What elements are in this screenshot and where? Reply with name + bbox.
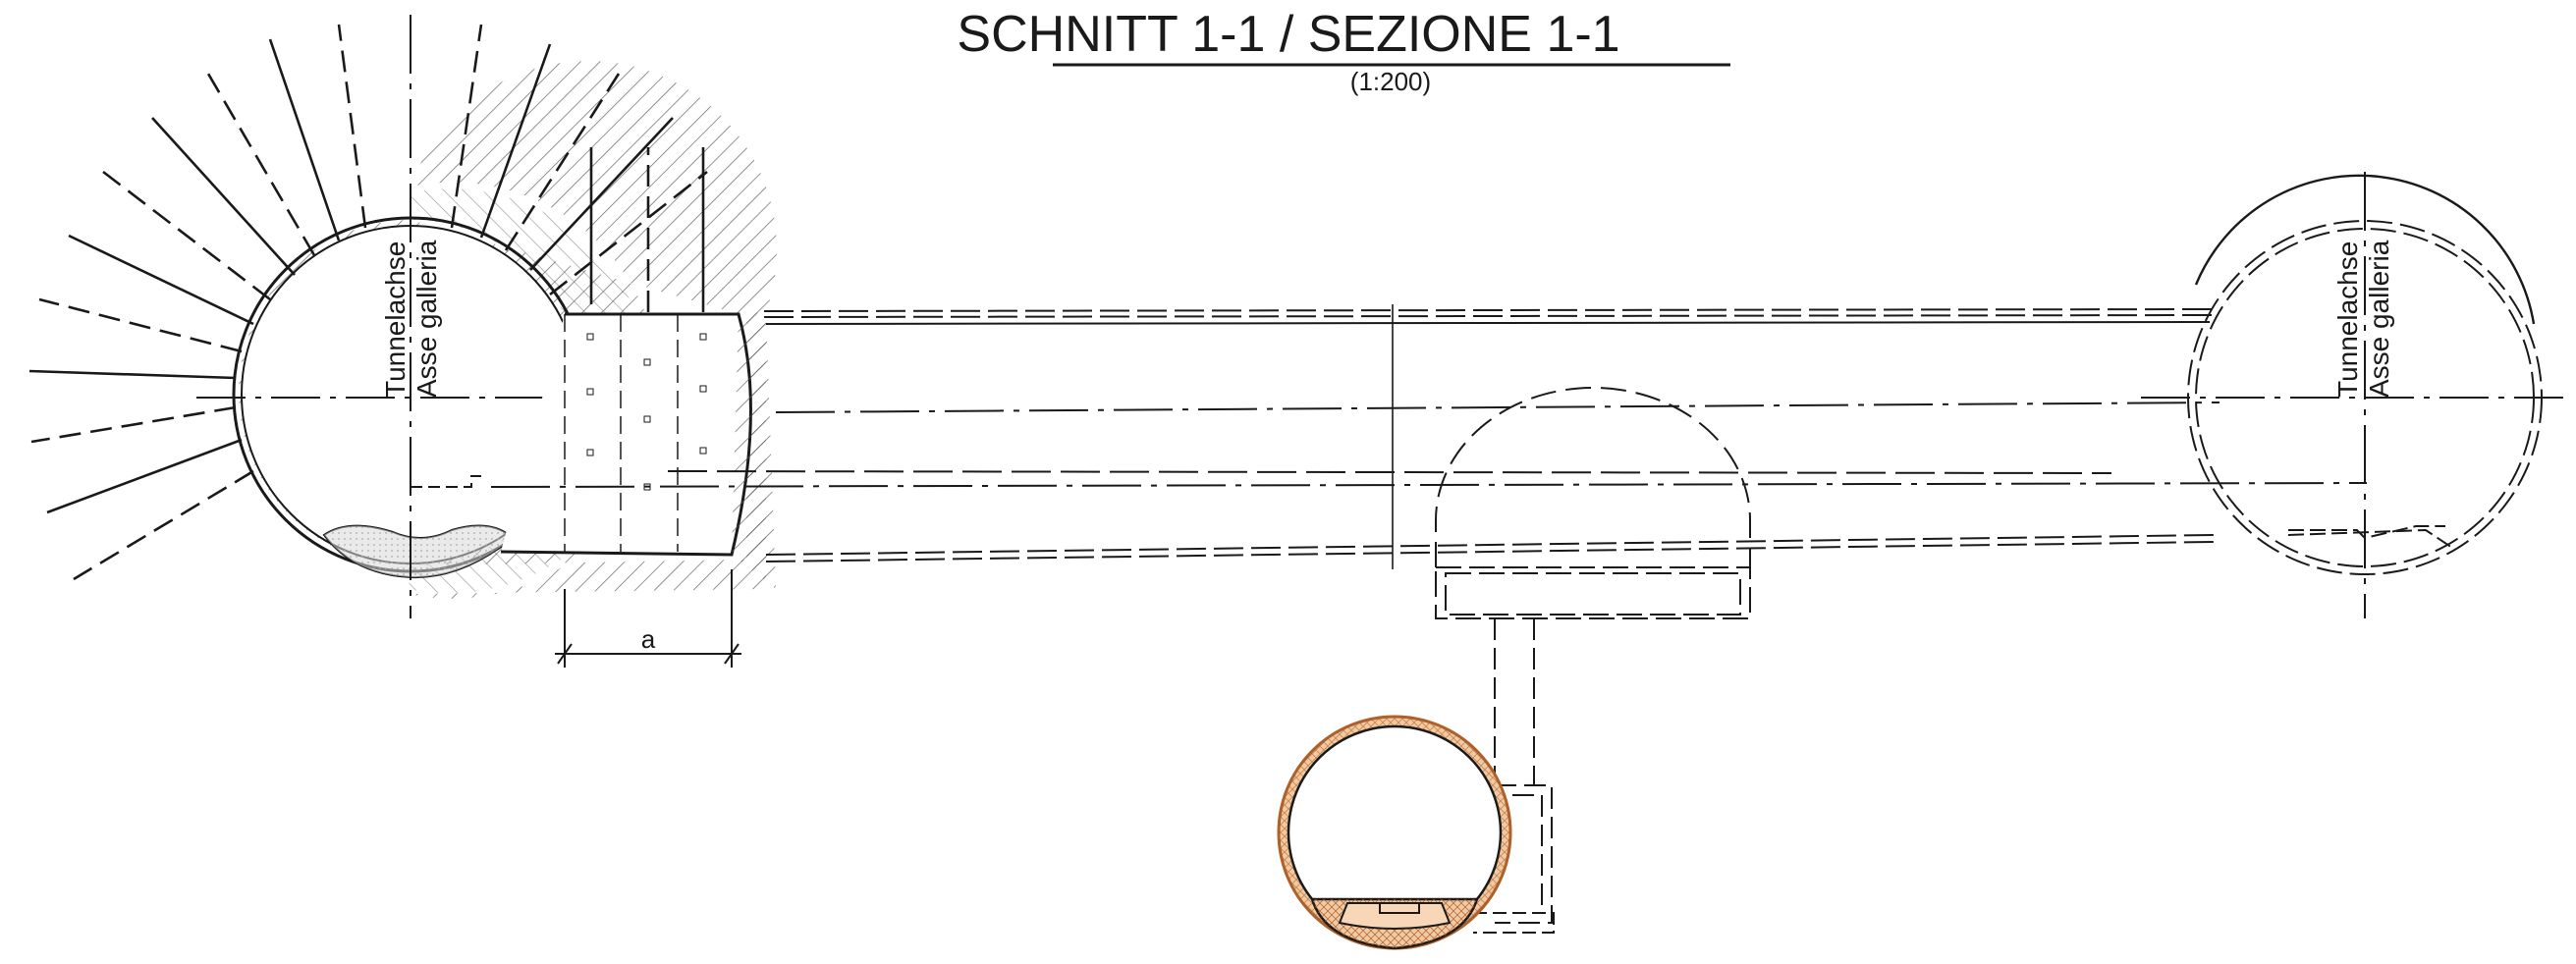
dimension-label: a	[641, 624, 656, 654]
dimension-a	[555, 569, 741, 668]
drawing-scale: (1:200)	[1350, 67, 1431, 96]
right-tunnel	[2141, 172, 2573, 618]
middle-chamber-dome	[1435, 387, 1751, 567]
left-chamber	[411, 312, 776, 589]
left-axis-label-it: Asse galleria	[411, 240, 442, 398]
drawing-title: SCHNITT 1-1 / SEZIONE 1-1	[957, 6, 1619, 63]
rock-bolts	[28, 24, 708, 581]
right-axis-label-it: Asse galleria	[2364, 240, 2394, 398]
left-axis-label-de: Tunnelachse	[380, 241, 411, 398]
bottom-pipe	[1277, 715, 1512, 950]
middle-chamber	[1435, 387, 1751, 934]
right-axis-label-de: Tunnelachse	[2332, 241, 2363, 398]
main-gallery	[490, 304, 2368, 569]
